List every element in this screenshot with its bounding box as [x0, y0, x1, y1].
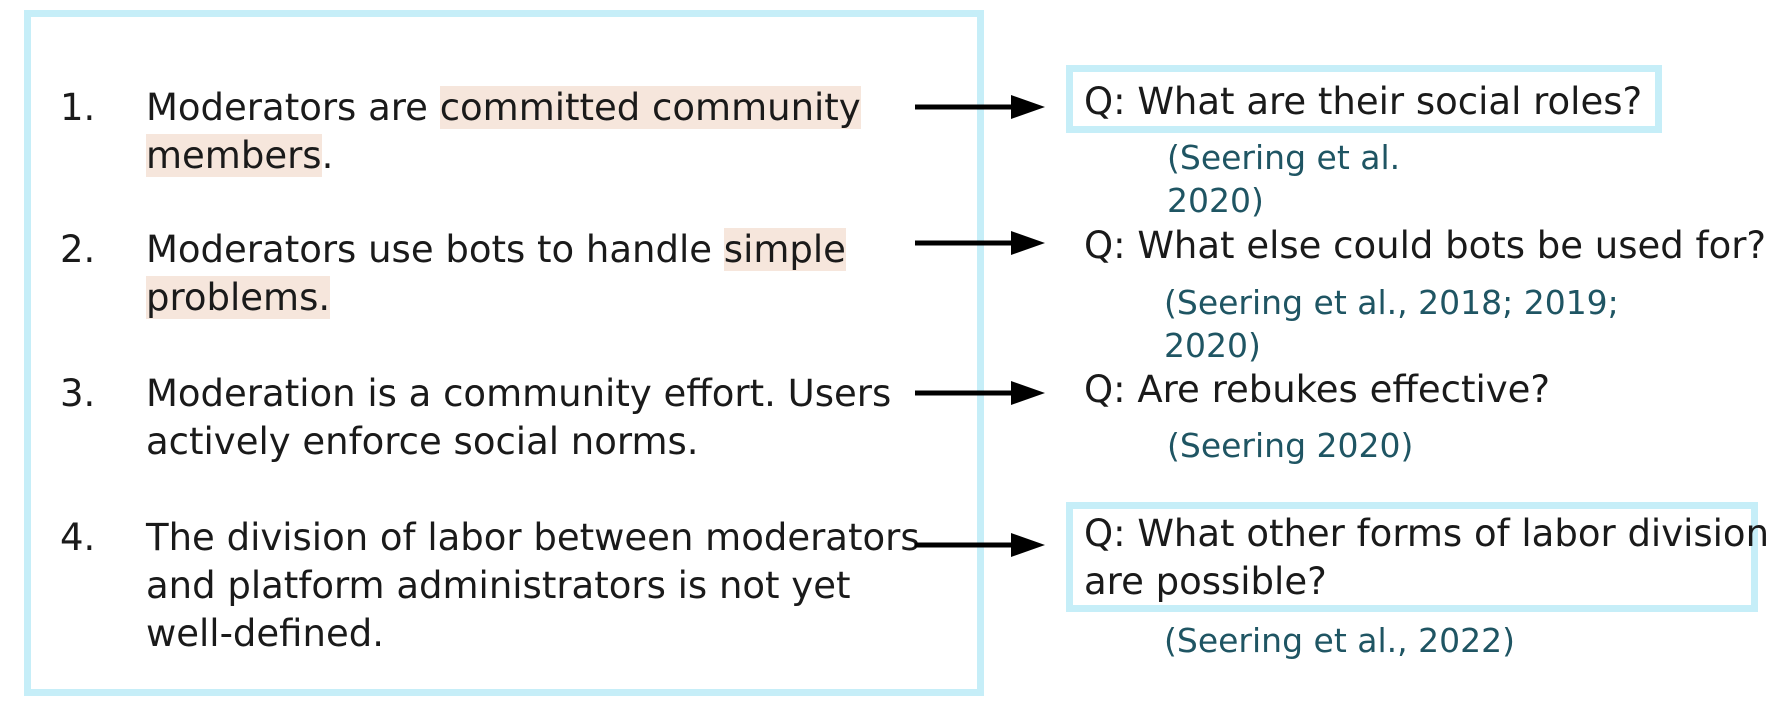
- citation-line: 2020): [1164, 326, 1261, 365]
- question-highlight-box: [1066, 502, 1758, 612]
- statement-line: Moderators are committed community: [146, 84, 861, 132]
- statement-line: Moderation is a community effort. Users: [146, 372, 892, 415]
- statement-line: Moderators use bots to handle simple: [146, 226, 846, 274]
- citation-line: (Seering et al., 2022): [1164, 621, 1515, 660]
- statement-plain-text: Moderators are: [146, 86, 440, 129]
- question-1: Q: What are their social roles?: [1084, 80, 1643, 123]
- item-number: 2.: [60, 228, 96, 271]
- question-highlight-box: [1066, 65, 1662, 133]
- statements-box: [24, 10, 984, 696]
- statement-plain-text: .: [321, 134, 334, 177]
- statement-line: problems.: [146, 274, 846, 322]
- citation-3: (Seering 2020): [1167, 424, 1413, 467]
- highlighted-text: members: [146, 134, 322, 177]
- statement-plain-text: Moderators use bots to handle: [146, 228, 724, 271]
- highlighted-text: simple: [723, 228, 846, 271]
- statement-text: Moderators are committed community membe…: [146, 84, 861, 180]
- arrow-right-icon: [915, 95, 1045, 119]
- question-3: Q: Are rebukes effective?: [1084, 368, 1551, 411]
- question-2: Q: What else could bots be used for?: [1084, 224, 1767, 267]
- statement-text: Moderation is a community effort. Users …: [146, 370, 891, 466]
- question-line: are possible?: [1084, 560, 1327, 603]
- statement-line: and platform administrators is not yet: [146, 564, 851, 607]
- arrow-right-icon: [915, 381, 1045, 405]
- citation-2: (Seering et al., 2018; 2019; 2020): [1164, 281, 1619, 367]
- item-number: 1.: [60, 86, 96, 129]
- statement-line: well-defined.: [146, 612, 384, 655]
- arrow-right-icon: [915, 533, 1045, 557]
- question-4: Q: What other forms of labor division ar…: [1084, 510, 1769, 606]
- citation-line: 2020): [1167, 181, 1264, 220]
- question-line: Q: What other forms of labor division: [1084, 512, 1770, 555]
- citation-line: (Seering et al.: [1167, 138, 1401, 177]
- statement-text: The division of labor between moderators…: [146, 514, 920, 658]
- citation-1: (Seering et al. 2020): [1167, 136, 1400, 222]
- statement-line: actively enforce social norms.: [146, 420, 699, 463]
- statement-line: The division of labor between moderators: [146, 516, 920, 559]
- statement-text: Moderators use bots to handle simple pro…: [146, 226, 846, 322]
- statement-line: members.: [146, 132, 861, 180]
- arrow-right-icon: [915, 231, 1045, 255]
- item-number: 3.: [60, 372, 96, 415]
- item-number: 4.: [60, 516, 96, 559]
- highlighted-text: committed community: [439, 86, 861, 129]
- citation-line: (Seering 2020): [1167, 426, 1414, 465]
- highlighted-text: problems.: [146, 276, 331, 319]
- citation-4: (Seering et al., 2022): [1164, 619, 1515, 662]
- citation-line: (Seering et al., 2018; 2019;: [1164, 283, 1619, 322]
